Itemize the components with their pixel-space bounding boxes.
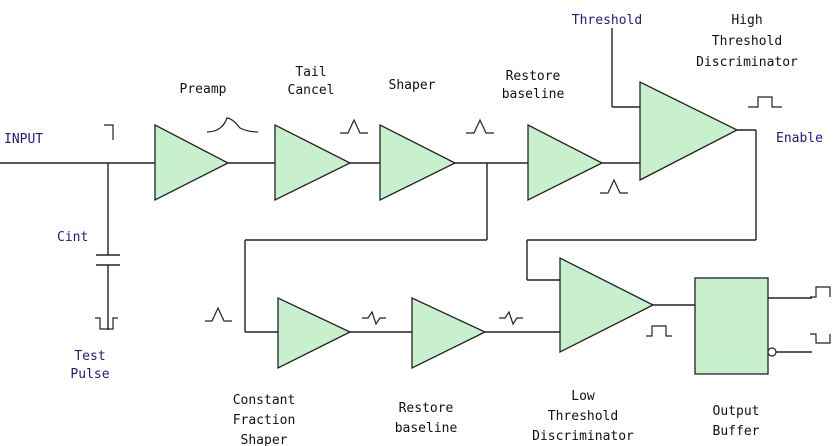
- test-pulse-label-1: Test: [74, 349, 105, 364]
- test-pulse-label-2: Pulse: [70, 367, 109, 382]
- cf-shaper-label-2: Fraction: [233, 413, 296, 428]
- enable-pulse-wave: [748, 96, 782, 108]
- output-positive-wave: [810, 286, 831, 298]
- low-threshold-disc-label-3: Discriminator: [532, 429, 634, 444]
- shaper-output-wave: [466, 118, 494, 134]
- output-buffer-label-2: Buffer: [713, 424, 760, 439]
- input-label: INPUT: [4, 132, 43, 147]
- cf-shaper-label-1: Constant: [233, 393, 296, 408]
- restore-baseline-amplifier-top: [527, 123, 604, 202]
- restore-baseline-amplifier-bottom: [411, 296, 487, 370]
- input-step-wave: [104, 124, 114, 140]
- high-threshold-disc-label-3: Discriminator: [696, 55, 798, 70]
- preamp-label: Preamp: [180, 82, 227, 97]
- waveforms: [95, 96, 831, 344]
- output-buffer-block: [694, 277, 769, 375]
- restore-baseline-bottom-label-1: Restore: [399, 401, 454, 416]
- low-disc-output-wave: [646, 325, 672, 337]
- threshold-label: Threshold: [572, 13, 642, 28]
- cint-label: Cint: [57, 230, 88, 245]
- restore-baseline-top-label-2: baseline: [502, 87, 565, 102]
- labels: INPUT Cint Test Pulse Preamp Tail Cancel…: [4, 13, 823, 446]
- cf-shaper-label-3: Shaper: [241, 433, 288, 446]
- restore-output-wave: [600, 178, 628, 194]
- output-buffer-label-1: Output: [713, 404, 760, 419]
- low-threshold-discriminator-block: [559, 256, 655, 354]
- preamp-amplifier: [154, 123, 230, 202]
- wiring: [0, 28, 812, 353]
- restore-bottom-output-wave: [499, 310, 523, 326]
- high-threshold-discriminator-block: [639, 80, 739, 182]
- constant-fraction-shaper-amplifier: [277, 296, 352, 370]
- tail-cancel-amplifier: [274, 123, 352, 202]
- preamp-output-wave: [206, 117, 259, 133]
- high-threshold-disc-label-2: Threshold: [712, 34, 782, 49]
- high-threshold-disc-label-1: High: [731, 13, 762, 28]
- tail-cancel-label-1: Tail: [295, 65, 326, 80]
- tail-cancel-output-wave: [340, 118, 368, 134]
- low-threshold-disc-label-1: Low: [571, 389, 595, 404]
- restore-baseline-top-label-1: Restore: [506, 69, 561, 84]
- enable-label: Enable: [776, 131, 823, 146]
- restore-baseline-bottom-label-2: baseline: [395, 421, 458, 436]
- low-threshold-disc-label-2: Threshold: [548, 409, 618, 424]
- shaper-label: Shaper: [389, 78, 436, 93]
- cf-output-wave: [362, 310, 386, 326]
- inverter-bubble: [767, 347, 777, 357]
- blocks: [154, 80, 777, 375]
- shaper-amplifier: [379, 123, 457, 202]
- test-pulse-wave: [95, 317, 118, 330]
- cf-input-wave: [205, 306, 232, 322]
- tail-cancel-label-2: Cancel: [288, 83, 335, 98]
- output-negative-wave: [810, 333, 831, 344]
